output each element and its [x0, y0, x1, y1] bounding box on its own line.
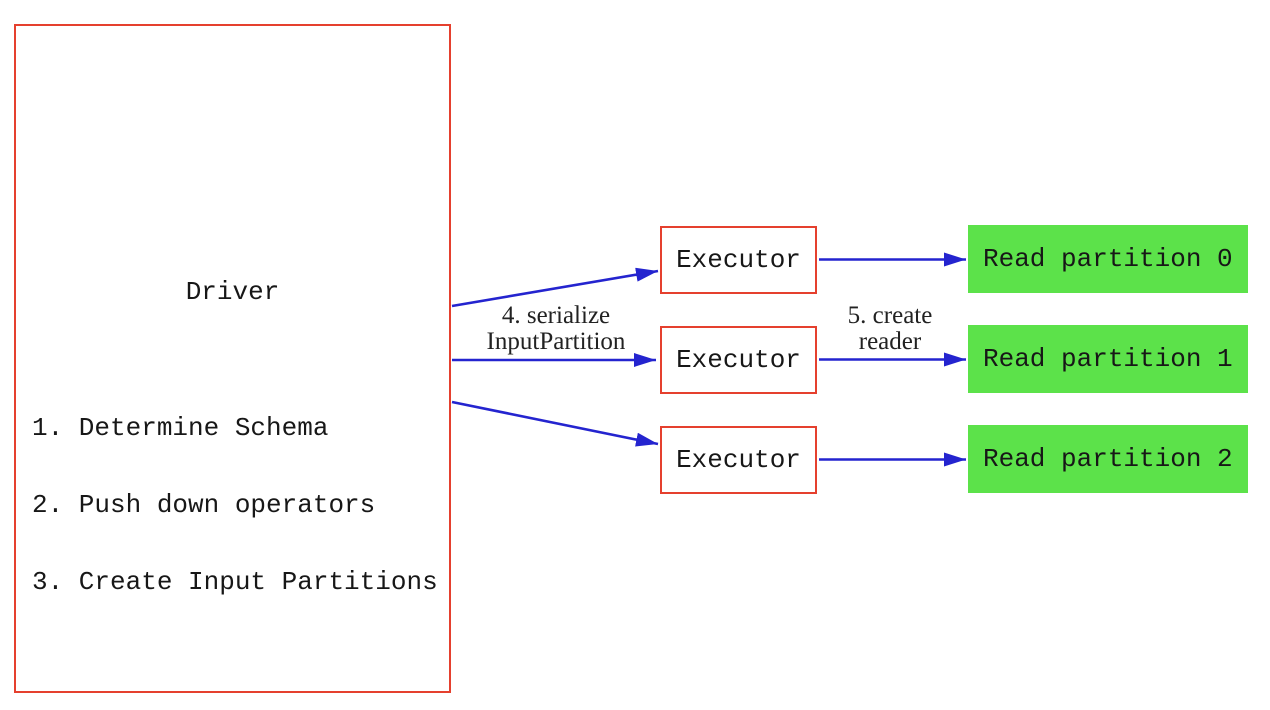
driver-box: Driver 1. Determine Schema 2. Push down … — [14, 24, 451, 693]
edge-label-reader-line2: reader — [858, 328, 922, 355]
driver-steps: 1. Determine Schema 2. Push down operato… — [32, 365, 438, 647]
driver-step-3: 3. Create Input Partitions — [32, 566, 438, 597]
executor-box-2: Executor — [660, 326, 817, 394]
executor-label-1: Executor — [676, 245, 801, 275]
edge-label-serialize-line2: InputPartition — [486, 328, 626, 355]
arrow-driver-to-executor-3 — [451, 400, 659, 447]
driver-step-1: 1. Determine Schema — [32, 413, 329, 444]
executor-box-3: Executor — [660, 426, 817, 494]
driver-title: Driver — [185, 277, 280, 307]
partition-label-1: Read partition 1 — [983, 344, 1233, 374]
executor-box-1: Executor — [660, 226, 817, 294]
edge-label-serialize-inputpartition: 4. serialize InputPartition — [451, 303, 661, 355]
partition-box-2: Read partition 2 — [968, 425, 1248, 493]
arrow-driver-to-executor-1 — [451, 267, 659, 308]
executor-label-2: Executor — [676, 345, 801, 375]
partition-box-1: Read partition 1 — [968, 325, 1248, 393]
edge-label-serialize-line1: 4. serialize — [501, 302, 611, 329]
executor-label-3: Executor — [676, 445, 801, 475]
partition-label-2: Read partition 2 — [983, 444, 1233, 474]
partition-label-0: Read partition 0 — [983, 244, 1233, 274]
partition-box-0: Read partition 0 — [968, 225, 1248, 293]
driver-step-2: 2. Push down operators — [32, 489, 376, 520]
edge-label-create-reader: 5. create reader — [815, 303, 965, 355]
edge-label-reader-line1: 5. create — [847, 302, 933, 329]
